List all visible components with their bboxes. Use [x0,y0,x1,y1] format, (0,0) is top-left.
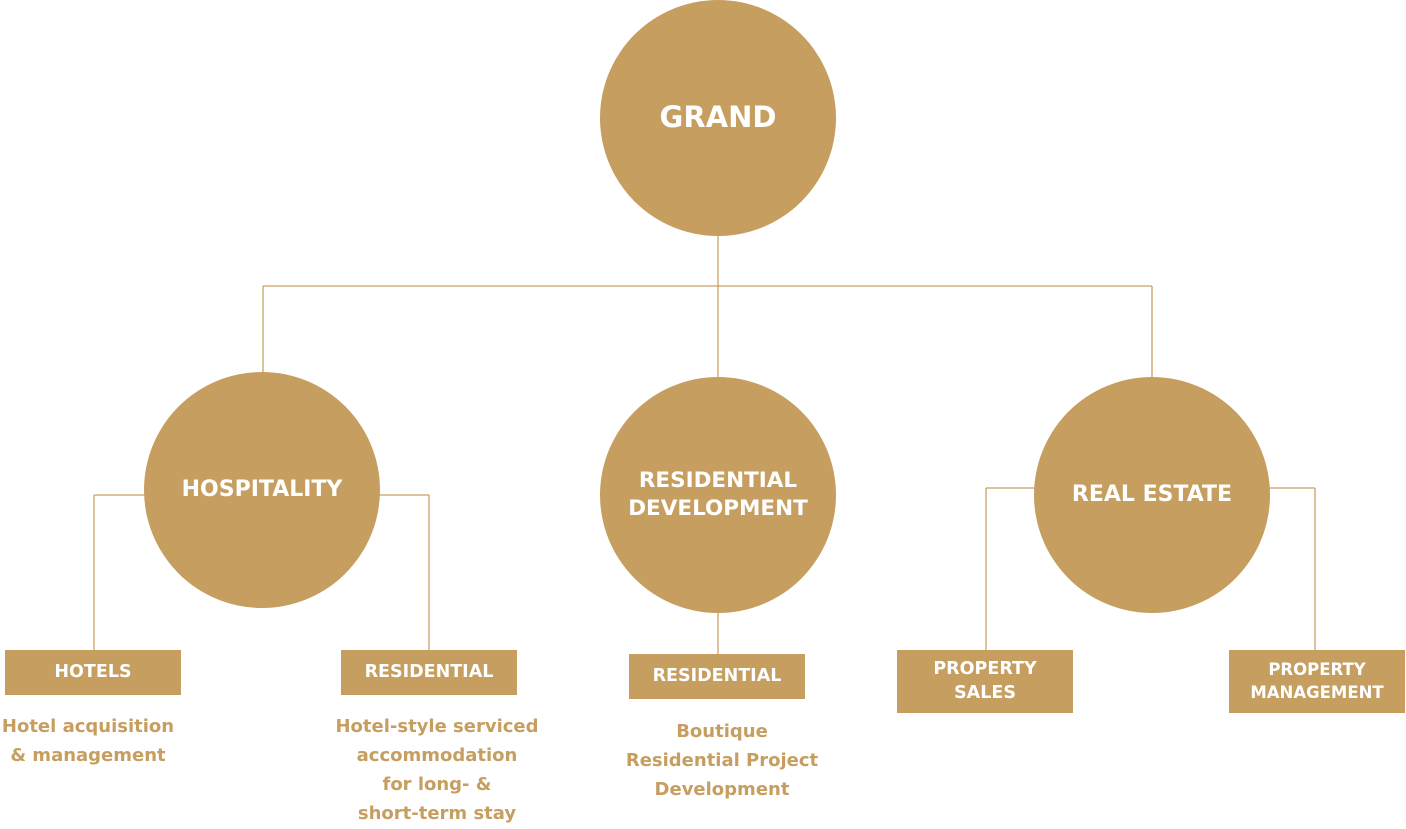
sub-unit-description-hotels: Hotel acquisition & management [1,716,175,766]
division-label: RESIDENTIAL DEVELOPMENT [628,467,808,523]
division-label: HOSPITALITY [181,476,343,502]
division-label: REAL ESTATE [1071,481,1233,507]
division-label-line: DEVELOPMENT [628,496,808,521]
sub-unit-label: PROPERTY SALES [933,658,1036,705]
sub-unit-description-residential-development: Boutique Residential Project Development [625,721,819,800]
sub-unit-label-line: PROPERTY [1268,660,1366,680]
division-node-residential-development: RESIDENTIAL DEVELOPMENT [600,377,836,613]
sub-unit-label-line: PROPERTY [933,658,1037,679]
sub-unit-box-property-management: PROPERTY MANAGEMENT [1229,650,1405,713]
sub-unit-label-line: SALES [954,682,1016,703]
sub-unit-label-line: MANAGEMENT [1250,682,1384,702]
sub-unit-label: HOTELS [54,661,132,682]
sub-unit-box-residential-hospitality: RESIDENTIAL [341,650,517,695]
sub-unit-box-residential-development: RESIDENTIAL [629,654,805,699]
sub-unit-box-hotels: HOTELS [5,650,181,695]
division-node-hospitality: HOSPITALITY [144,372,380,608]
division-label-line: RESIDENTIAL [638,468,798,494]
sub-unit-box-property-sales: PROPERTY SALES [897,650,1073,713]
sub-unit-label: RESIDENTIAL [652,665,782,686]
division-node-real-estate: REAL ESTATE [1034,377,1270,613]
sub-unit-description-residential-hospitality: Hotel-style serviced accommodation for l… [335,716,539,824]
root-node-label: GRAND [659,100,777,135]
sub-unit-label: RESIDENTIAL [364,661,494,682]
sub-unit-label: PROPERTY MANAGEMENT [1250,659,1383,704]
root-node-grand: GRAND [600,0,836,236]
